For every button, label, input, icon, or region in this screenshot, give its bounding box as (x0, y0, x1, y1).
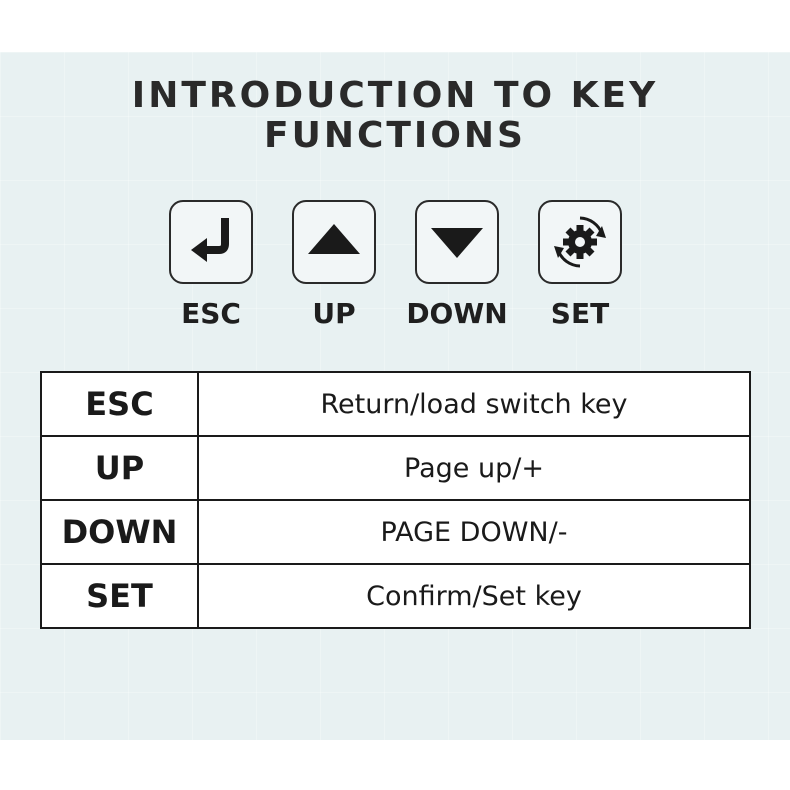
key-up: UP (274, 200, 394, 330)
esc-key-button (169, 200, 253, 284)
table-row: SET Confirm/Set key (40, 563, 751, 629)
key-set: SET (520, 200, 640, 330)
table-cell-function: Return/load switch key (197, 371, 751, 437)
key-down: DOWN (397, 200, 517, 330)
table-cell-key: DOWN (40, 499, 199, 565)
table-cell-function: Page up/+ (197, 435, 751, 501)
key-esc: ESC (151, 200, 271, 330)
up-key-label: UP (312, 297, 356, 330)
up-key-button (292, 200, 376, 284)
down-key-button (415, 200, 499, 284)
key-icon-row: ESC UP DOWN (0, 200, 790, 340)
gear-cycle-icon (554, 216, 606, 268)
enter-return-icon (191, 218, 229, 262)
esc-key-label: ESC (181, 297, 241, 330)
table-cell-key: ESC (40, 371, 199, 437)
table-row: ESC Return/load switch key (40, 371, 751, 437)
title-line-1: INTRODUCTION TO KEY (131, 75, 659, 116)
page-title: INTRODUCTION TO KEY FUNCTIONS (0, 76, 790, 156)
triangle-down-icon (431, 228, 483, 258)
table-cell-key: UP (40, 435, 199, 501)
title-line-2: FUNCTIONS (264, 115, 526, 156)
table-cell-function: PAGE DOWN/- (197, 499, 751, 565)
set-key-button (538, 200, 622, 284)
table-row: DOWN PAGE DOWN/- (40, 499, 751, 565)
set-key-label: SET (550, 297, 610, 330)
table-cell-key: SET (40, 563, 199, 629)
table-cell-function: Confirm/Set key (197, 563, 751, 629)
key-function-table: ESC Return/load switch key UP Page up/+ … (40, 371, 751, 629)
table-row: UP Page up/+ (40, 435, 751, 501)
triangle-up-icon (308, 224, 360, 254)
down-key-label: DOWN (406, 297, 508, 330)
